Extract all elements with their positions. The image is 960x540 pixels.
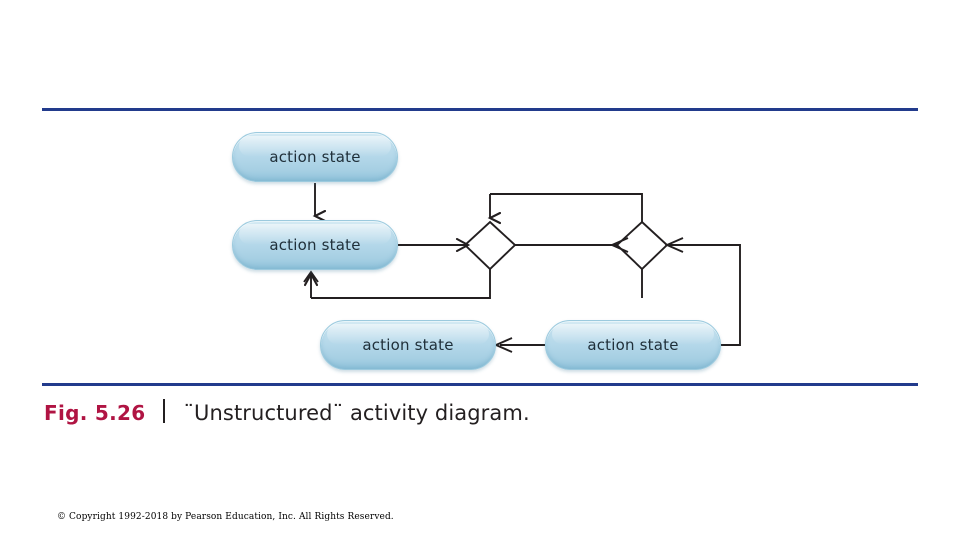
action-state-2[interactable]: action state: [232, 220, 398, 270]
edge-d1-to-as2-arrowhead: [303, 270, 319, 283]
action-state-4-label: action state: [587, 336, 679, 354]
action-state-2-label: action state: [269, 236, 361, 254]
decision-node-1: [463, 220, 517, 271]
action-state-1[interactable]: action state: [232, 132, 398, 182]
edge-d1-to-as2-segment: [311, 269, 491, 299]
edge-as4-to-as3-arrowhead: [493, 337, 513, 353]
divider-bottom: [42, 383, 918, 386]
edge-d2-to-d1-top-segment: [490, 193, 643, 222]
decision-node-2: [615, 220, 669, 271]
edge-as4-to-d2-segment: [667, 244, 741, 346]
activity-diagram: action state action state action state a…: [0, 112, 960, 380]
action-state-1-label: action state: [269, 148, 361, 166]
figure-caption: Fig. 5.26 ¨Unstructured¨ activity diagra…: [44, 396, 530, 425]
edge-d1-to-d2-arrowhead: [609, 237, 629, 253]
figure-number: Fig. 5.26: [44, 401, 146, 425]
diagram-connectors: [303, 183, 741, 353]
edge-as4-to-d2-arrowhead: [664, 237, 684, 253]
action-state-3[interactable]: action state: [320, 320, 496, 370]
action-state-4[interactable]: action state: [545, 320, 721, 370]
caption-divider: [163, 399, 166, 423]
divider-top: [42, 108, 918, 111]
figure-title: ¨Unstructured¨ activity diagram.: [183, 401, 530, 425]
action-state-3-label: action state: [362, 336, 454, 354]
copyright-notice: © Copyright 1992-2018 by Pearson Educati…: [57, 512, 394, 522]
